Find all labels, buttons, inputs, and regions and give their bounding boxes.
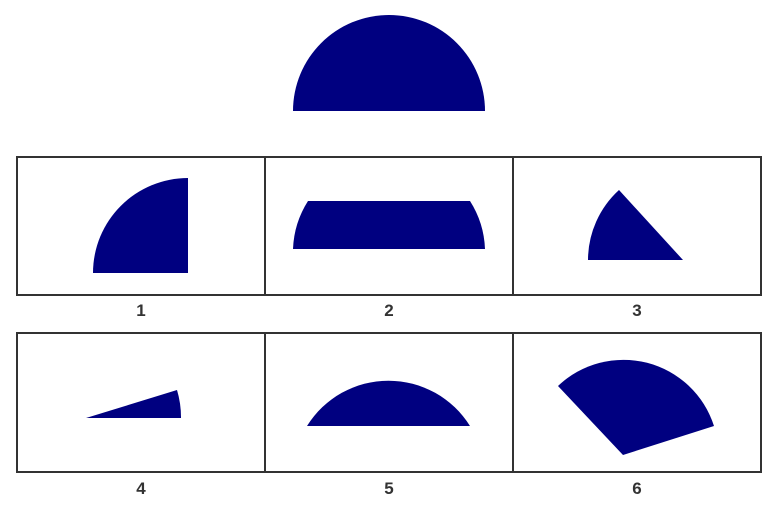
option-3-label: 3 — [632, 301, 641, 320]
reference-semicircle-shape — [293, 15, 485, 111]
option-6-wide-sector-shape — [558, 359, 714, 455]
option-4-label: 4 — [136, 479, 146, 498]
option-1-quarter-circle-shape — [93, 178, 188, 273]
option-6-frame[interactable] — [512, 332, 762, 473]
option-3-sector-shape — [588, 190, 683, 260]
option-2-label: 2 — [384, 301, 393, 320]
option-5-segment-shape — [307, 380, 470, 426]
option-4-thin-sector-shape — [86, 390, 182, 418]
option-2-band-shape — [293, 201, 485, 249]
option-5-label: 5 — [384, 479, 393, 498]
option-3-frame[interactable] — [512, 156, 762, 296]
option-6-label: 6 — [632, 479, 641, 498]
option-1-label: 1 — [136, 301, 145, 320]
